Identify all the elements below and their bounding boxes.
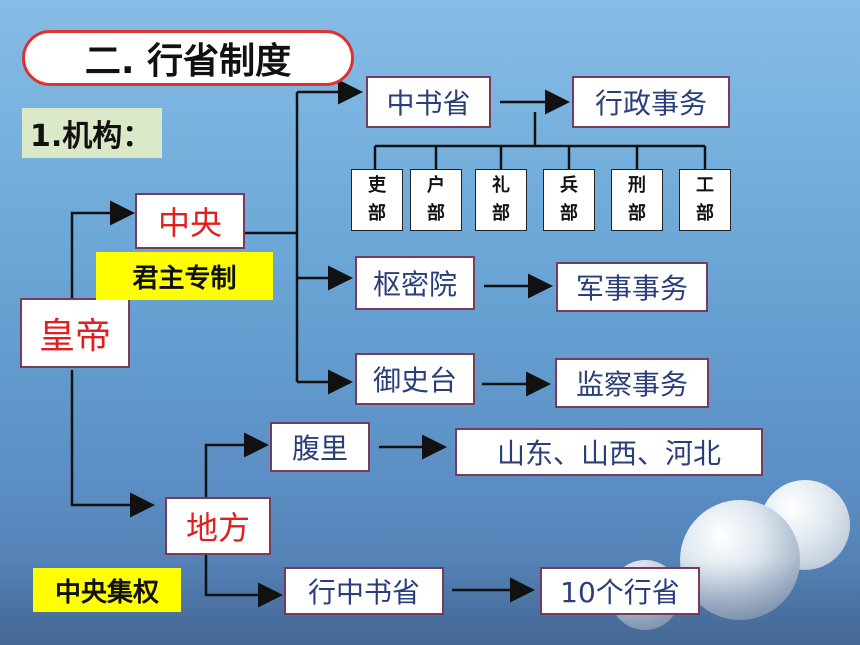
dept-rites: 礼部 [475, 169, 527, 231]
fuli-box: 腹里 [270, 422, 370, 472]
dept-works: 工部 [679, 169, 731, 231]
dept-revenue: 户部 [410, 169, 462, 231]
shumiyuan-box: 枢密院 [355, 256, 475, 310]
local-box: 地方 [165, 497, 271, 555]
central-box: 中央 [135, 193, 245, 249]
slide-title: 二. 行省制度 [22, 30, 354, 86]
central-tag: 君主专制 [96, 252, 273, 300]
emperor-box: 皇帝 [20, 298, 130, 368]
xingzhongshusheng-box: 行中书省 [284, 567, 444, 615]
dept-justice: 刑部 [611, 169, 663, 231]
provinces-count-box: 10个行省 [540, 567, 700, 615]
admin-affairs-box: 行政事务 [572, 76, 730, 128]
military-affairs-box: 军事事务 [556, 262, 708, 312]
section-heading: 1.机构： [22, 108, 162, 158]
zhongshusheng-box: 中书省 [366, 76, 491, 128]
dept-war: 兵部 [543, 169, 595, 231]
dept-personnel: 吏部 [351, 169, 403, 231]
yushitai-box: 御史台 [355, 353, 475, 405]
local-tag: 中央集权 [33, 568, 181, 612]
supervision-affairs-box: 监察事务 [555, 358, 709, 408]
fuli-regions-box: 山东、山西、河北 [455, 428, 763, 476]
